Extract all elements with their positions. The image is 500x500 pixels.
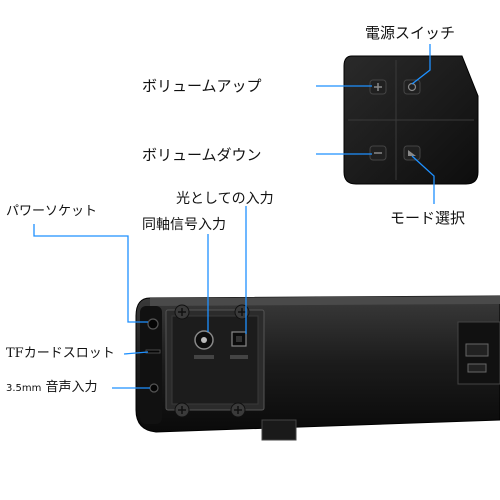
volume-down-label: ボリュームダウン [142, 146, 262, 164]
volume-up-button[interactable] [369, 79, 387, 95]
callout-lines [33, 44, 435, 389]
audio-input-text: 音声入力 [45, 380, 98, 395]
tf-card-slot-label: TFカードスロット [6, 346, 115, 361]
power-socket [147, 318, 159, 330]
volume-down-button[interactable] [369, 145, 387, 161]
optical-input-label: 光としての入力 [176, 191, 274, 207]
audio-input-jack [149, 383, 159, 393]
power-switch-label: 電源スイッチ [365, 24, 456, 42]
foot [261, 419, 297, 441]
volume-up-label: ボリュームアップ [142, 77, 262, 95]
coaxial-input-label: 同軸信号入力 [142, 217, 226, 233]
mount-bracket [457, 321, 500, 385]
power-socket-label: パワーソケット [6, 204, 98, 219]
input-panel [165, 304, 265, 418]
audio-input-label: 3.5mm 音声入力 [6, 381, 98, 394]
coaxial-input-port [194, 330, 214, 359]
control-panel [343, 55, 479, 185]
screw-icon [174, 402, 190, 418]
soundbar-body [135, 295, 500, 441]
screw-icon [234, 304, 250, 320]
optical-input-port [230, 331, 248, 359]
screw-icon [230, 402, 246, 418]
mode-select-button[interactable] [403, 145, 421, 161]
audio-input-size-label: 3.5mm [6, 383, 42, 394]
tf-card-slot [145, 349, 161, 354]
screw-icon [174, 304, 190, 320]
power-switch-button[interactable] [403, 79, 421, 95]
mode-select-label: モード選択 [390, 209, 466, 227]
